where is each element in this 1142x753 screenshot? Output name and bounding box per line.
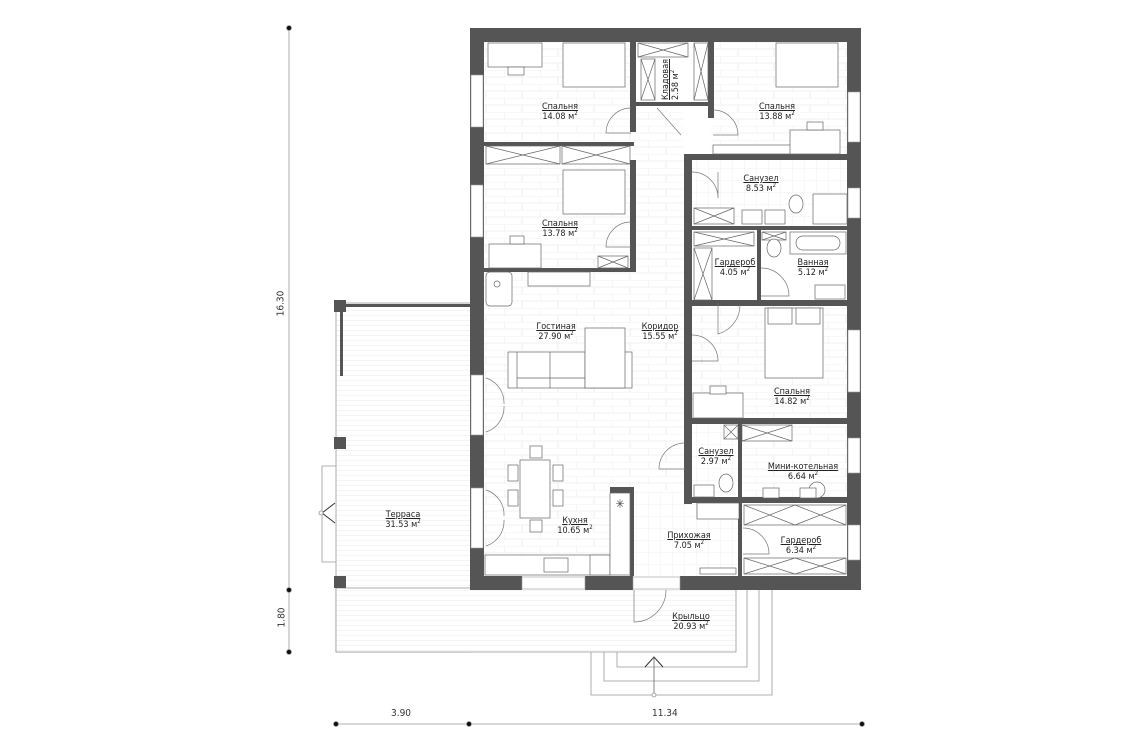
interior-walls xyxy=(484,42,860,576)
dimension-horizontal-terrace: 3.90 xyxy=(391,708,412,719)
dimension-horizontal-house: 11.34 xyxy=(652,708,678,719)
porch-steps xyxy=(590,588,773,698)
svg-text:✳: ✳ xyxy=(615,497,624,511)
dimension-vertical-porch: 1.80 xyxy=(276,607,288,628)
furniture: ✳ xyxy=(484,42,848,576)
doors xyxy=(485,107,790,623)
terrace xyxy=(318,300,737,653)
windows xyxy=(470,74,861,590)
dimension-vertical-main: 16.30 xyxy=(275,290,287,317)
dimension-lines xyxy=(286,25,865,727)
